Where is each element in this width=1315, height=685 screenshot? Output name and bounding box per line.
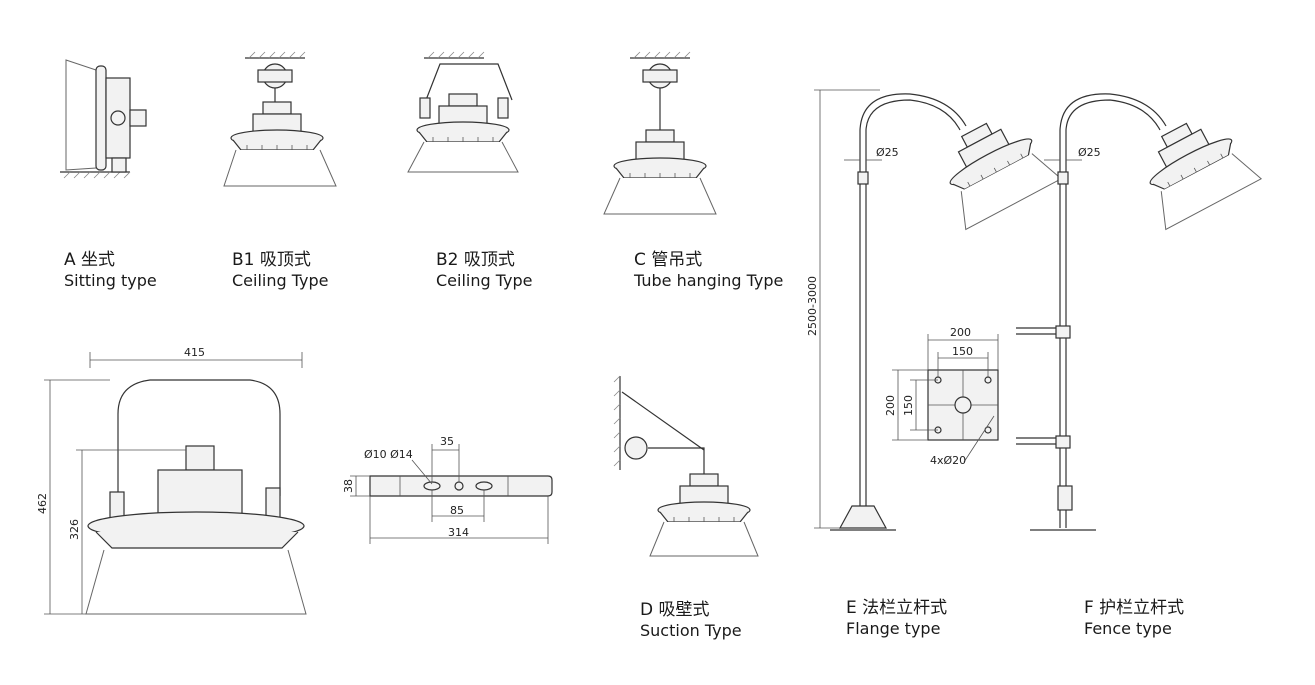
caption-f-cn: F 护栏立杆式 [1084, 598, 1185, 618]
figure-flange-plate [892, 334, 999, 463]
dim-bracket-spacing-top: 35 [440, 435, 454, 448]
caption-b2-cn: B2 吸顶式 [436, 250, 515, 270]
caption-d-en: Suction Type [640, 621, 742, 641]
figure-d-wall [613, 375, 759, 557]
dim-pole-height: 2500-3000 [806, 276, 819, 336]
caption-e-cn: E 法栏立杆式 [846, 598, 948, 618]
caption-a: A 坐式 Sitting type [64, 250, 157, 291]
caption-d: D 吸壁式 Suction Type [640, 600, 742, 641]
caption-f-en: Fence type [1084, 619, 1172, 639]
figure-bracket [350, 444, 553, 544]
caption-e-en: Flange type [846, 619, 941, 639]
dim-pole-diameter-f: Ø25 [1078, 146, 1101, 159]
figure-b1-ceiling [223, 51, 337, 187]
dim-bracket-holes: Ø10 Ø14 [364, 448, 413, 461]
caption-b1-cn: B1 吸顶式 [232, 250, 311, 270]
caption-f: F 护栏立杆式 Fence type [1084, 598, 1184, 639]
caption-d-cn: D 吸壁式 [640, 600, 710, 620]
dim-pole-diameter-e: Ø25 [876, 146, 899, 159]
figure-c-tube [603, 51, 717, 215]
figure-f-fence-pole [1016, 93, 1263, 531]
dim-bracket-spacing-bottom: 85 [450, 504, 464, 517]
caption-c: C 管吊式 Tube hanging Type [634, 250, 783, 291]
dim-flange-outer-vertical: 200 [884, 395, 897, 416]
caption-e: E 法栏立杆式 Flange type [846, 598, 947, 639]
dim-flange-outer: 200 [950, 326, 971, 339]
dim-bracket-length: 314 [448, 526, 469, 539]
dim-bracket-height: 38 [342, 479, 355, 493]
caption-b2: B2 吸顶式 Ceiling Type [436, 250, 532, 291]
dim-lamp-body-height: 326 [68, 519, 81, 540]
caption-a-en: Sitting type [64, 271, 157, 291]
dim-lamp-total-height: 462 [36, 493, 49, 514]
caption-b1: B1 吸顶式 Ceiling Type [232, 250, 328, 291]
figure-a-sitting [59, 59, 147, 179]
figure-b2-ceiling [407, 51, 519, 173]
dim-flange-inner-vertical: 150 [902, 395, 915, 416]
dim-flange-inner: 150 [952, 345, 973, 358]
figure-front-view [44, 352, 307, 615]
caption-c-en: Tube hanging Type [634, 271, 784, 291]
dim-lamp-width: 415 [184, 346, 205, 359]
figure-e-flange-pole [814, 89, 1063, 531]
caption-a-cn: A 坐式 [64, 250, 116, 270]
caption-c-cn: C 管吊式 [634, 250, 703, 270]
caption-b2-en: Ceiling Type [436, 271, 533, 291]
dim-flange-holes: 4xØ20 [930, 454, 966, 467]
caption-b1-en: Ceiling Type [232, 271, 329, 291]
